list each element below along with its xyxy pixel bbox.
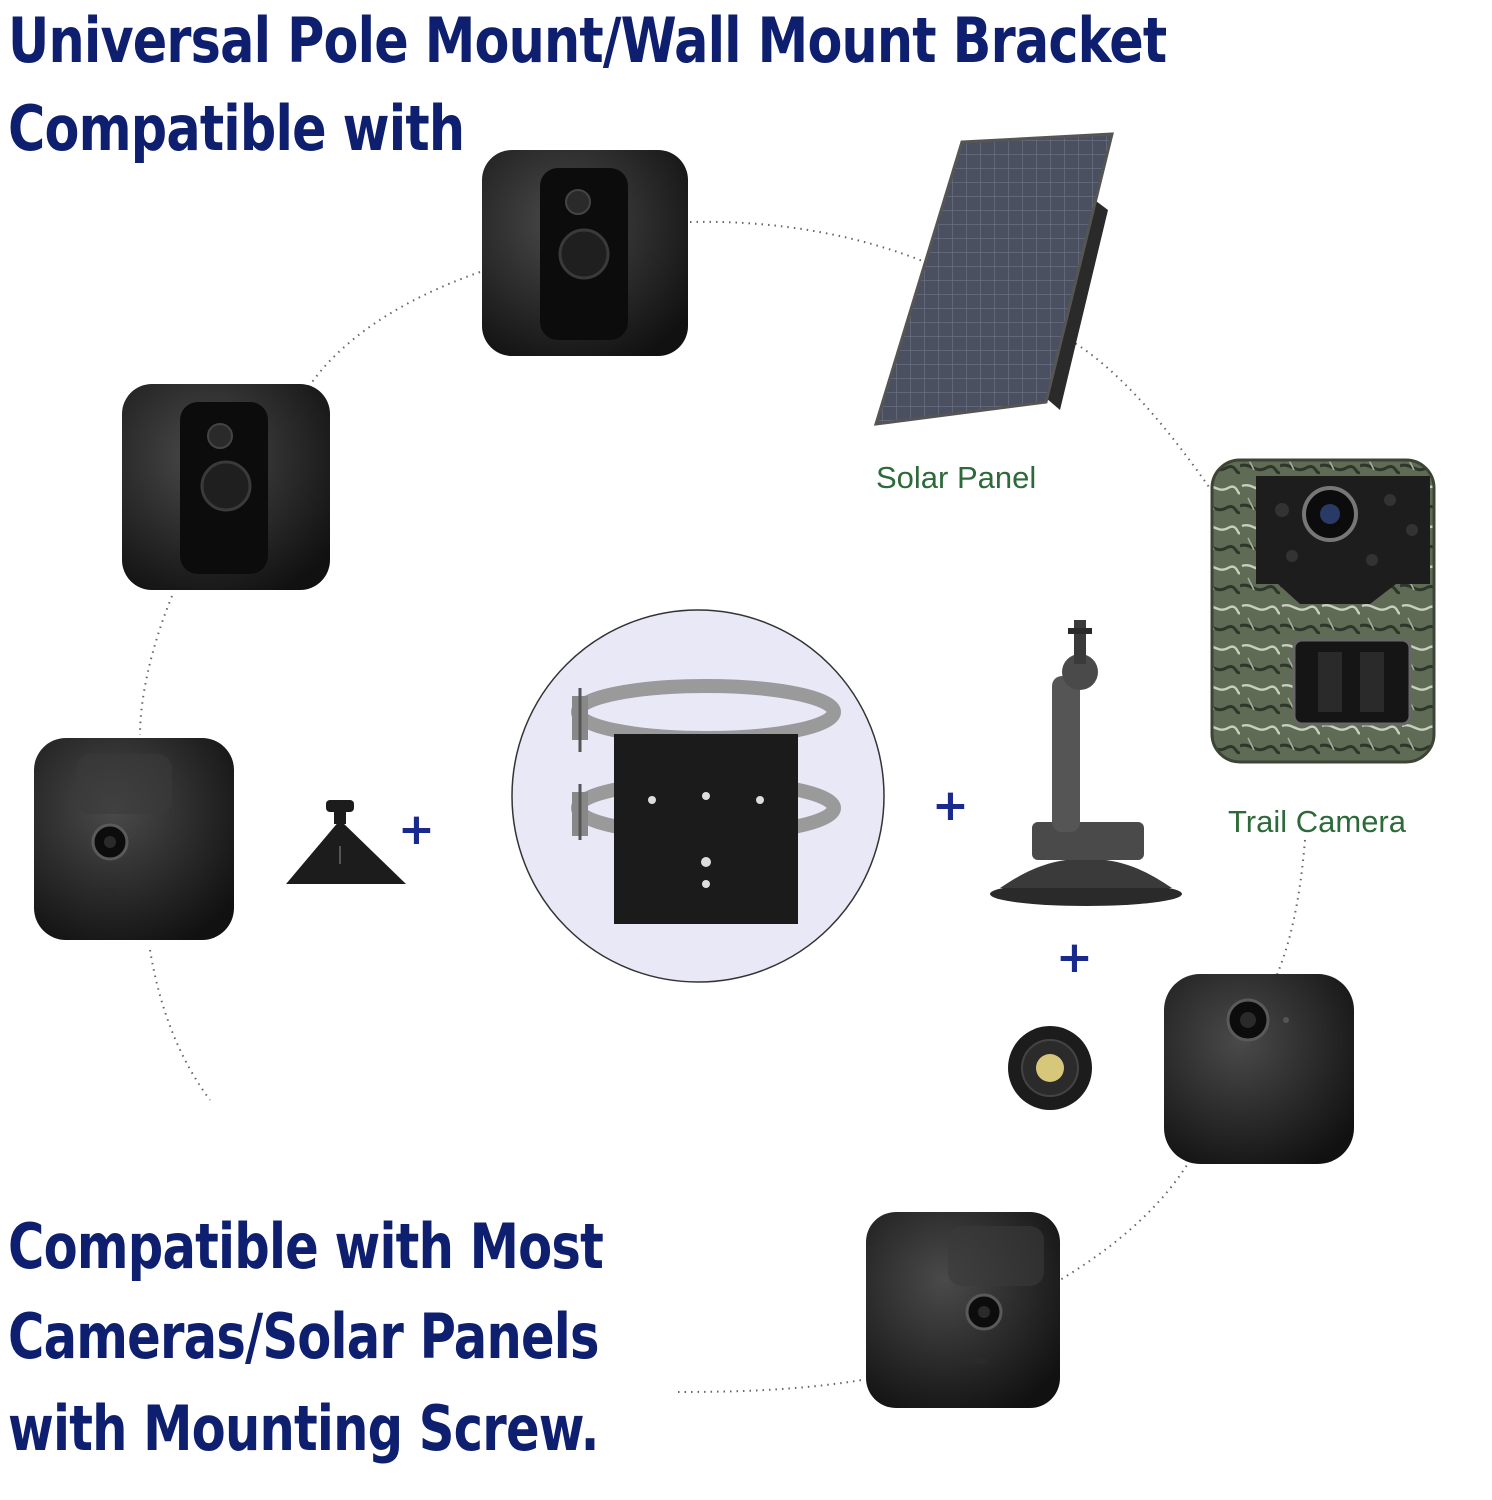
pole-mount-bracket-icon xyxy=(511,609,885,983)
outdoor-camera-right-icon xyxy=(1164,974,1354,1164)
plus-sign: + xyxy=(932,780,969,831)
page-subtitle: Compatible with xyxy=(8,92,465,165)
outdoor-camera-bottom-icon xyxy=(866,1212,1060,1408)
cone-mount-icon xyxy=(286,800,406,884)
trail-camera-icon xyxy=(1210,458,1436,764)
solar-panel-icon xyxy=(873,132,1114,426)
dotted-connector-ring xyxy=(139,220,1306,1393)
plus-sign: + xyxy=(1056,932,1093,983)
plus-sign: + xyxy=(398,804,435,855)
round-mount-icon xyxy=(1008,1026,1092,1110)
wall-mount-arm-icon xyxy=(990,620,1182,906)
compatibility-text-line: Compatible with Most xyxy=(8,1210,604,1283)
outdoor-camera-left-icon xyxy=(34,738,234,940)
compatibility-text-line: with Mounting Screw. xyxy=(8,1392,599,1465)
security-camera-left-icon xyxy=(122,384,330,590)
compatibility-text-line: Cameras/Solar Panels xyxy=(8,1300,600,1373)
security-camera-top-icon xyxy=(482,150,688,356)
solar-panel-caption: Solar Panel xyxy=(876,460,1037,495)
trail-camera-caption: Trail Camera xyxy=(1228,804,1406,839)
page-title: Universal Pole Mount/Wall Mount Bracket xyxy=(8,4,1167,77)
